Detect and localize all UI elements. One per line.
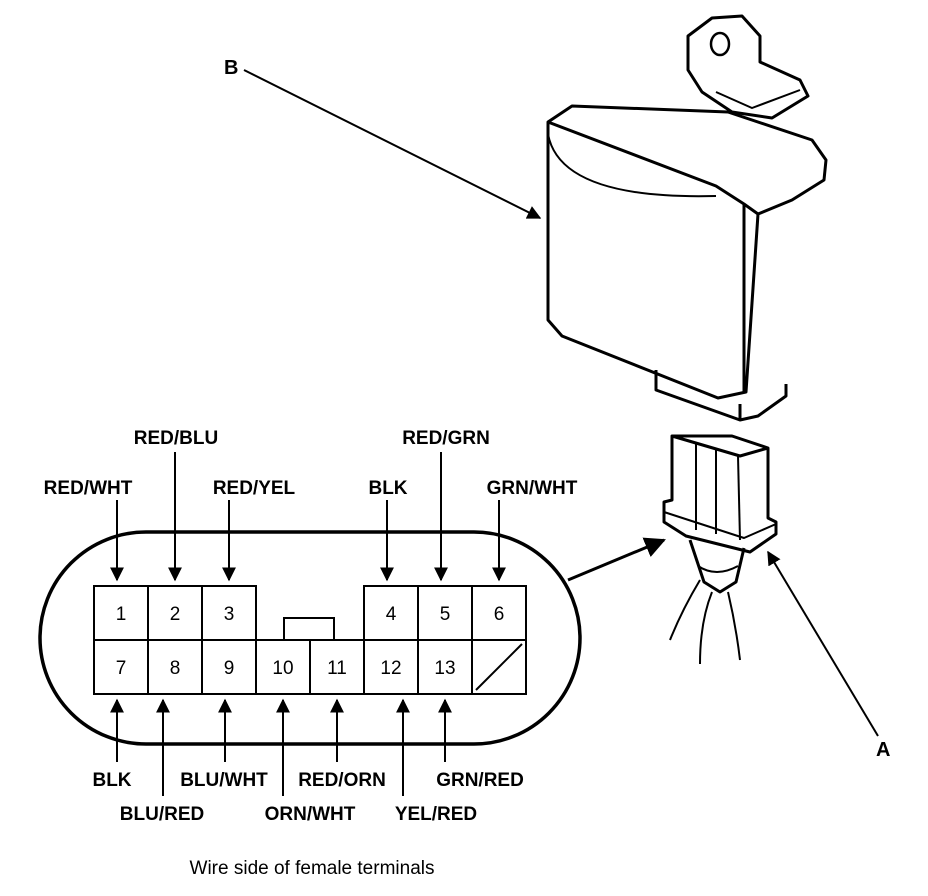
terminal-4-cell <box>363 585 419 641</box>
terminal-13-number: 13 <box>434 658 455 679</box>
callout-a-leader <box>767 550 879 737</box>
callout-b-leader <box>243 69 542 219</box>
terminal-2-wire-label: RED/BLU <box>134 428 218 449</box>
relay-unit <box>546 14 828 422</box>
terminal-9-wire-label: BLU/WHT <box>180 770 268 791</box>
terminal-7-number: 7 <box>116 658 127 679</box>
terminal-5-wire-label: RED/GRN <box>402 428 490 449</box>
terminal-4-wire-label: BLK <box>368 478 407 499</box>
terminal-12-wire-label: YEL/RED <box>395 804 477 825</box>
terminal-2-number: 2 <box>170 604 181 625</box>
terminal-1-wire-label: RED/WHT <box>44 478 133 499</box>
bottom-wire-labels: BLK BLU/WHT RED/ORN GRN/RED BLU/RED ORN/… <box>92 770 523 825</box>
harness-connector <box>662 434 778 665</box>
top-wire-arrows <box>110 452 506 582</box>
terminal-12-number: 12 <box>380 658 401 679</box>
terminal-grid <box>93 585 527 695</box>
empty-cell-slash <box>475 643 523 691</box>
terminal-9-number: 9 <box>224 658 235 679</box>
terminal-10-cell <box>255 639 311 695</box>
terminal-3-number: 3 <box>224 604 235 625</box>
face-to-connector-arrow <box>567 537 666 582</box>
terminal-8-number: 8 <box>170 658 181 679</box>
terminal-11-number: 11 <box>327 658 347 679</box>
terminal-13-wire-label: GRN/RED <box>436 770 524 791</box>
terminal-11-wire-label: RED/ORN <box>298 770 386 791</box>
top-wire-labels: RED/BLU RED/GRN RED/WHT RED/YEL BLK GRN/… <box>44 428 578 499</box>
terminal-6-wire-label: GRN/WHT <box>487 478 578 499</box>
terminal-numbers: 1 2 3 4 5 6 7 8 9 10 11 12 13 <box>116 604 505 679</box>
terminal-6-cell <box>471 585 527 641</box>
terminal-3-wire-label: RED/YEL <box>213 478 296 499</box>
terminal-10-wire-label: ORN/WHT <box>265 804 356 825</box>
terminal-4-number: 4 <box>386 604 397 625</box>
terminal-8-wire-label: BLU/RED <box>120 804 204 825</box>
connector-key <box>283 617 335 641</box>
callout-a-label: A <box>876 739 890 761</box>
terminal-7-wire-label: BLK <box>92 770 131 791</box>
diagram-caption: Wire side of female terminals <box>190 858 435 879</box>
terminal-7-cell <box>93 639 149 695</box>
terminal-5-number: 5 <box>440 604 451 625</box>
bottom-wire-arrows <box>110 698 452 796</box>
connector-face-outline <box>38 530 582 746</box>
terminal-6-number: 6 <box>494 604 505 625</box>
terminal-3-cell <box>201 585 257 641</box>
terminal-12-cell <box>363 639 419 695</box>
terminal-1-number: 1 <box>116 604 127 625</box>
terminal-10-number: 10 <box>272 658 293 679</box>
callout-b-label: B <box>224 57 238 79</box>
